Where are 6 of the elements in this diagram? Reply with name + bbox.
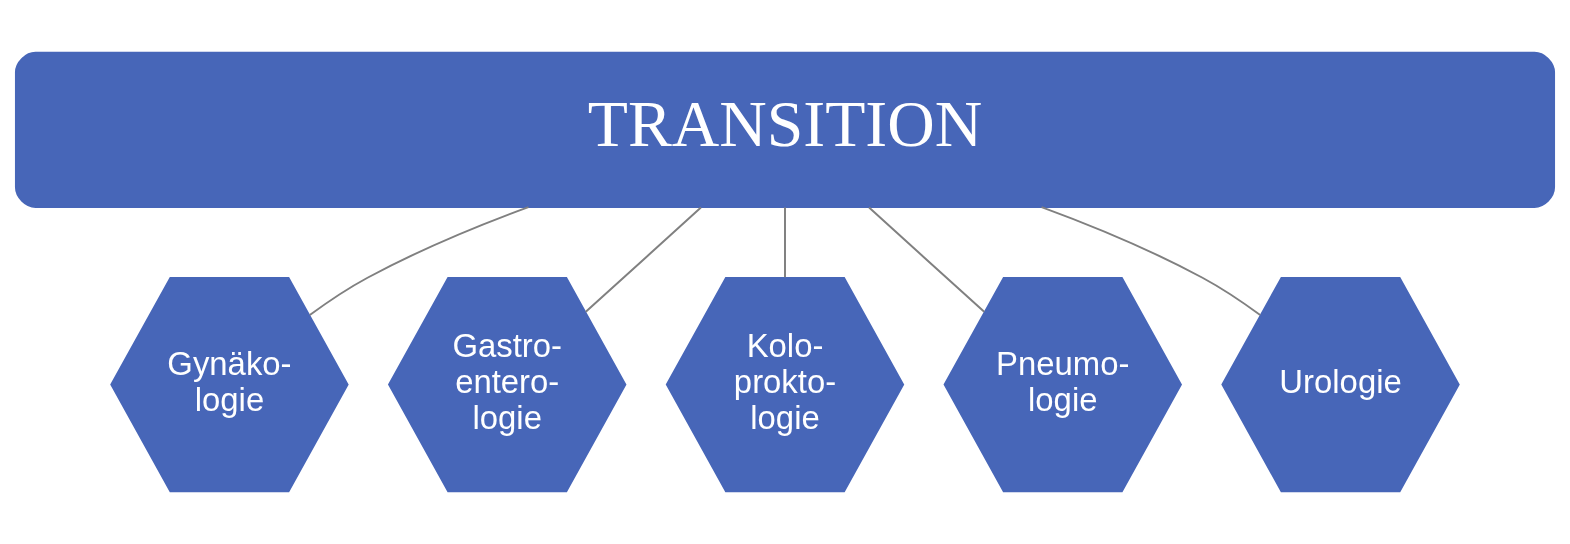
connector [868,206,986,313]
connector [308,206,530,317]
connector [784,206,786,279]
node-box: TRANSITION [14,51,1556,208]
connector [1040,206,1262,317]
connector [584,206,702,313]
